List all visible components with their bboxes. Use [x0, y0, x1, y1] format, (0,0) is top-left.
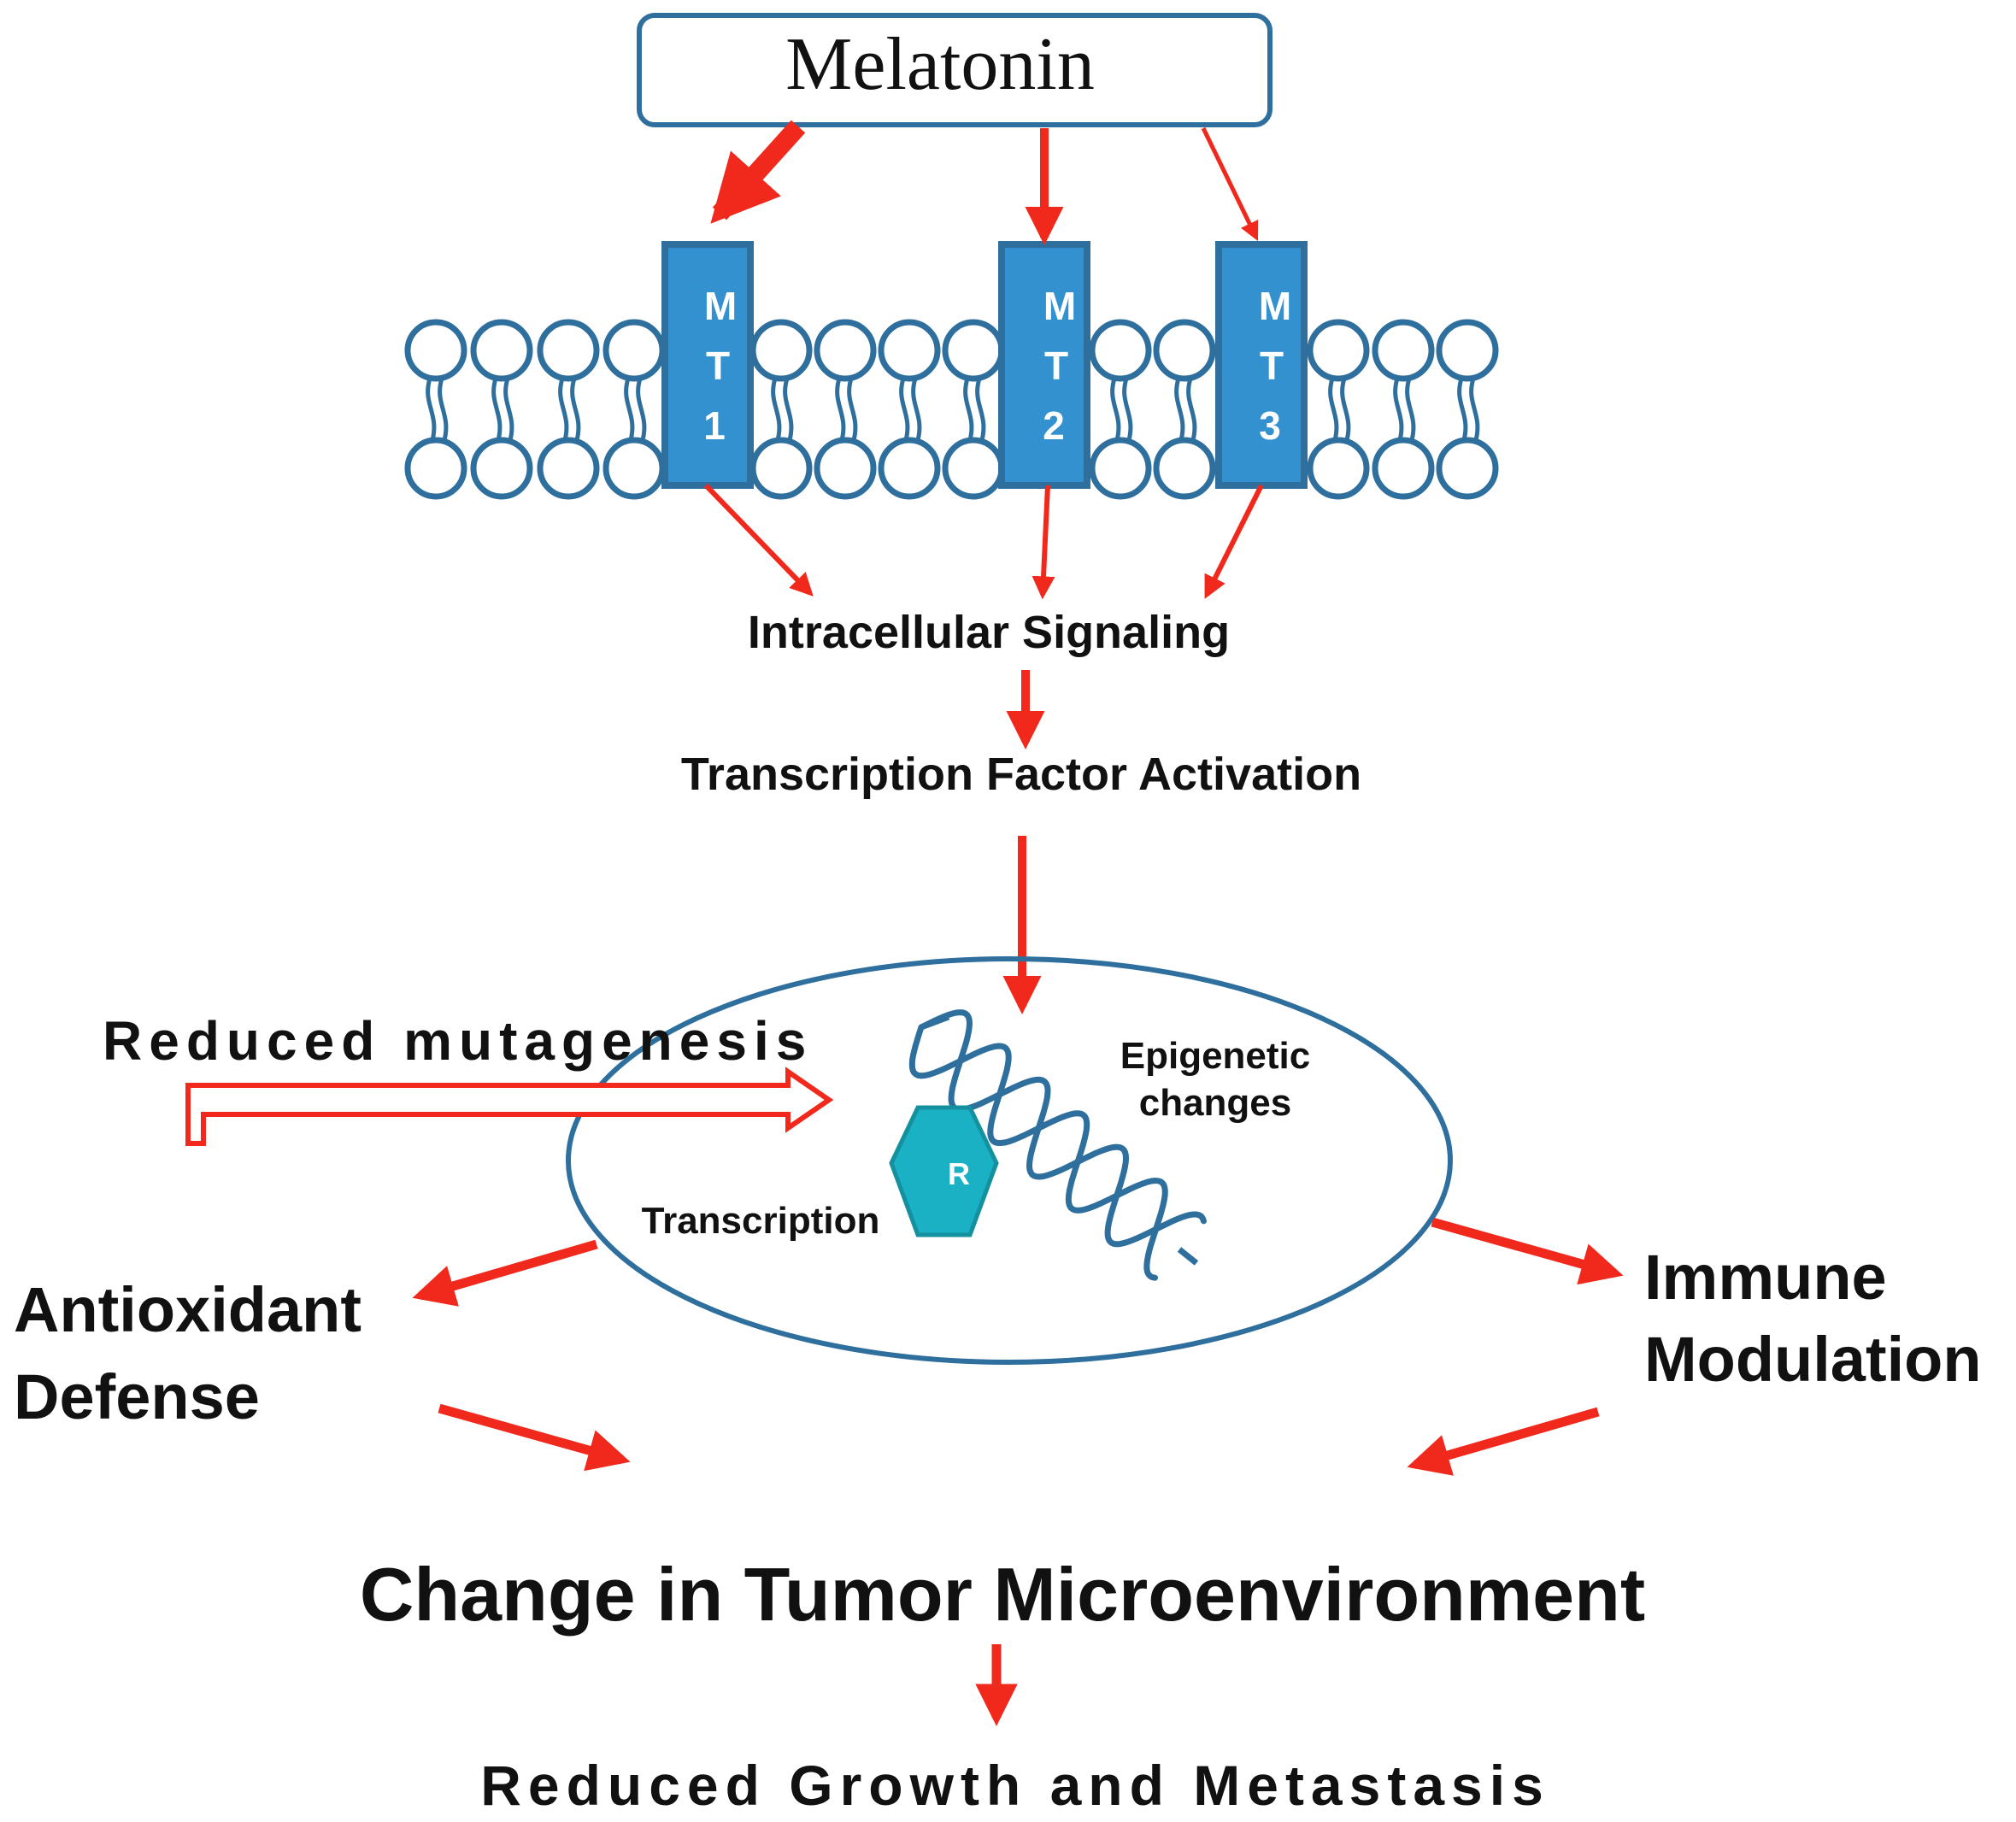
lipid-tail — [624, 378, 647, 441]
lipid-head-inner — [470, 437, 533, 500]
lipid-head-outer — [1307, 319, 1370, 382]
arrow-nucleus-to-antioxidant — [412, 1239, 598, 1307]
nucleus — [566, 956, 1453, 1365]
epigenetic-label-line2: changes — [1139, 1082, 1292, 1124]
immune-label-line1: Immune — [1644, 1242, 1887, 1313]
epigenetic-label-line1: Epigenetic — [1120, 1035, 1311, 1077]
lipid-head-inner — [404, 437, 467, 500]
antioxidant-label-line2: Defense — [14, 1361, 260, 1432]
dna-strand-a — [908, 1024, 1168, 1281]
lipid-head-inner — [1153, 437, 1216, 500]
lipid-head-outer — [537, 319, 600, 382]
lipid-head-outer — [1089, 319, 1152, 382]
lipid-tail — [963, 378, 986, 441]
receptor-mt3-letter-t: T — [1260, 344, 1284, 388]
arrow-melatonin-to-mt3 — [1201, 126, 1259, 242]
transcription-label: Transcription — [642, 1200, 880, 1242]
lipid-head-outer — [1153, 319, 1216, 382]
lipid-head-inner — [878, 437, 941, 500]
receptor-mt2-letter-t: T — [1044, 344, 1068, 388]
receptor-mt1-letter-m: M — [704, 284, 737, 328]
lipid-tail — [1174, 378, 1197, 441]
lipid-tail — [491, 378, 514, 441]
receptor-mt1: M T 1 — [661, 241, 754, 489]
hexagon-label: R — [948, 1156, 970, 1191]
lipid-head-outer — [1372, 319, 1435, 382]
receptor-mt1-number: 1 — [703, 403, 726, 448]
receptor-mt1-letter-t: T — [706, 344, 730, 388]
dna-helix — [908, 1009, 1207, 1281]
immune-label-line2: Modulation — [1644, 1324, 1982, 1395]
antioxidant-label-line1: Antioxidant — [14, 1274, 361, 1345]
dna-end-bottom — [1177, 1247, 1199, 1266]
melatonin-box: Melatonin — [637, 13, 1272, 127]
arrow-mt3-to-signaling — [1204, 484, 1264, 599]
reduced-mutagenesis-label: Reduced mutagenesis — [103, 1010, 813, 1072]
receptor-mt3: M T 3 — [1215, 241, 1308, 489]
lipid-head-inner — [942, 437, 1005, 500]
lipid-head-inner — [1436, 437, 1499, 500]
lipid-tail — [1457, 378, 1480, 441]
lipid-head-inner — [537, 437, 600, 500]
mutagenesis-hollow-arrow — [185, 1067, 834, 1146]
lipid-head-outer — [878, 319, 941, 382]
arrow-antioxidant-to-tumor — [438, 1403, 631, 1472]
lipid-tail — [899, 378, 922, 441]
arrow-mt1-to-signaling — [703, 483, 814, 597]
arrow-melatonin-to-mt1 — [710, 120, 806, 224]
lipid-head-inner — [1089, 437, 1152, 500]
lipid-head-outer — [942, 319, 1005, 382]
lipid-head-inner — [749, 437, 813, 500]
lipid-tail — [1328, 378, 1351, 441]
receptor-mt3-letter-m: M — [1259, 284, 1291, 328]
cell-membrane — [404, 319, 1499, 500]
dna-strand-b — [918, 1009, 1207, 1248]
lipid-tail — [1110, 378, 1133, 441]
arrow-immune-to-tumor — [1407, 1407, 1600, 1476]
lipid-head-inner — [1372, 437, 1435, 500]
lipid-head-outer — [404, 319, 467, 382]
lipid-head-outer — [470, 319, 533, 382]
arrow-nucleus-to-immune — [1431, 1217, 1624, 1285]
lipid-head-inner — [814, 437, 877, 500]
lipid-head-outer — [749, 319, 813, 382]
transcription-factor-label: Transcription Factor Activation — [681, 749, 1361, 800]
reduced-growth-label: Reduced Growth and Metastasis — [480, 1754, 1550, 1817]
lipid-tail — [771, 378, 794, 441]
intracellular-signaling-label: Intracellular Signaling — [748, 607, 1230, 658]
arrow-mt2-to-signaling — [1032, 485, 1055, 600]
melatonin-label: Melatonin — [785, 23, 1095, 106]
lipid-head-outer — [814, 319, 877, 382]
lipid-head-inner — [1307, 437, 1370, 500]
lipid-head-outer — [1436, 319, 1499, 382]
tumor-microenvironment-label: Change in Tumor Microenvironment — [360, 1552, 1645, 1637]
receptor-mt3-number: 3 — [1259, 403, 1281, 448]
receptor-mt2-number: 2 — [1043, 403, 1065, 448]
dna-end-top — [920, 1014, 950, 1031]
lipid-tail — [1393, 378, 1416, 441]
transcription-factor-hexagon: R — [889, 1105, 999, 1237]
lipid-head-inner — [602, 437, 666, 500]
receptor-mt2: M T 2 — [998, 241, 1090, 489]
receptor-mt2-letter-m: M — [1043, 284, 1076, 328]
lipid-tail — [426, 378, 449, 441]
lipid-head-outer — [602, 319, 666, 382]
lipid-tail — [558, 378, 581, 441]
lipid-tail — [835, 378, 858, 441]
